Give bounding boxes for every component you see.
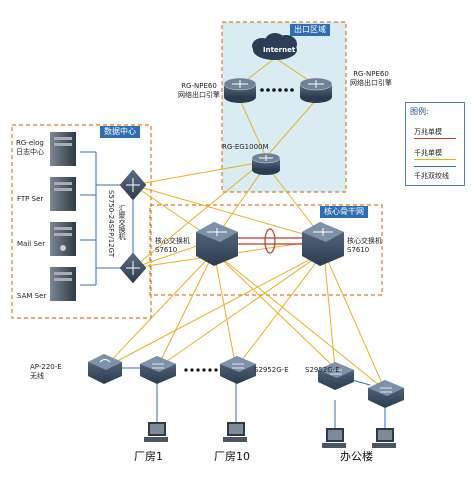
datacenter-zone xyxy=(11,124,152,319)
legend-title: 图例: xyxy=(410,107,429,116)
core-zone xyxy=(149,204,383,296)
internet-label: Internet xyxy=(263,46,296,54)
building-label-b10: 厂房10 xyxy=(214,450,250,463)
ten-gig-single-mode-links xyxy=(236,228,304,254)
building-label-b1: 厂房1 xyxy=(134,450,163,463)
datacenter-zone-title: 数据中心 xyxy=(100,126,140,138)
legend-label-10g: 万兆单模 xyxy=(414,128,442,136)
eg-label: RG-EG1000M xyxy=(222,143,269,151)
core-switch-icon-left xyxy=(196,222,238,266)
exit-zone-title: 出口区域 xyxy=(290,24,330,36)
legend: 图例: 万兆单模 千兆单模 千兆双绞线 xyxy=(405,102,465,186)
server-icon-sam xyxy=(50,267,76,301)
access-switch-icon-b10 xyxy=(220,356,256,384)
agg-switch-icon-bottom xyxy=(119,252,147,284)
legend-swatch-1g xyxy=(414,159,456,160)
server-icon-mail xyxy=(50,222,76,256)
legend-swatch-tp xyxy=(414,166,456,167)
pc-icon-b1 xyxy=(144,422,168,442)
internet-cloud-icon xyxy=(252,33,297,60)
agg-switch-icon-top xyxy=(119,169,147,201)
building-label-office: 办公楼 xyxy=(340,450,373,463)
core-switch-icon-right xyxy=(302,222,344,266)
router-icon-npe-left xyxy=(223,77,257,103)
legend-label-1g: 千兆单模 xyxy=(414,149,442,157)
twisted-pair-links xyxy=(80,151,386,430)
server-icon-elog xyxy=(50,132,76,166)
core-zone-title: 核心骨干网 xyxy=(320,206,368,218)
router-icon-npe-right xyxy=(299,77,333,103)
ellipsis-dots-access xyxy=(184,368,218,372)
server-icon-ftp xyxy=(50,177,76,211)
gigabit-single-mode-links xyxy=(103,57,386,391)
legend-label-tp: 千兆双绞线 xyxy=(414,172,449,180)
s2952-right-label: S2952G-E xyxy=(305,366,340,374)
agg-switch-role-label: 汇聚交换机 xyxy=(118,205,126,240)
router-icon-eg xyxy=(251,152,281,175)
s2952-mid-label: S2952G-E xyxy=(254,366,289,374)
legend-swatch-10g xyxy=(414,138,456,139)
pc-icon-office-right xyxy=(372,428,396,448)
pc-icon-office-left xyxy=(322,428,346,448)
server-label-mail: Mail Ser xyxy=(17,240,46,248)
wireless-ap-icon xyxy=(88,354,122,384)
access-switch-icon-office-right xyxy=(368,380,404,408)
server-label-ftp: FTP Ser xyxy=(17,195,44,203)
server-label-sam: SAM Ser xyxy=(17,292,47,300)
access-switch-icon-office-left xyxy=(318,362,354,390)
pc-icon-b10 xyxy=(223,422,247,442)
ellipsis-dots xyxy=(260,88,294,92)
access-switch-icon-b1 xyxy=(140,356,176,384)
agg-switch-label: S5750-24SFP/12GT xyxy=(107,190,115,258)
